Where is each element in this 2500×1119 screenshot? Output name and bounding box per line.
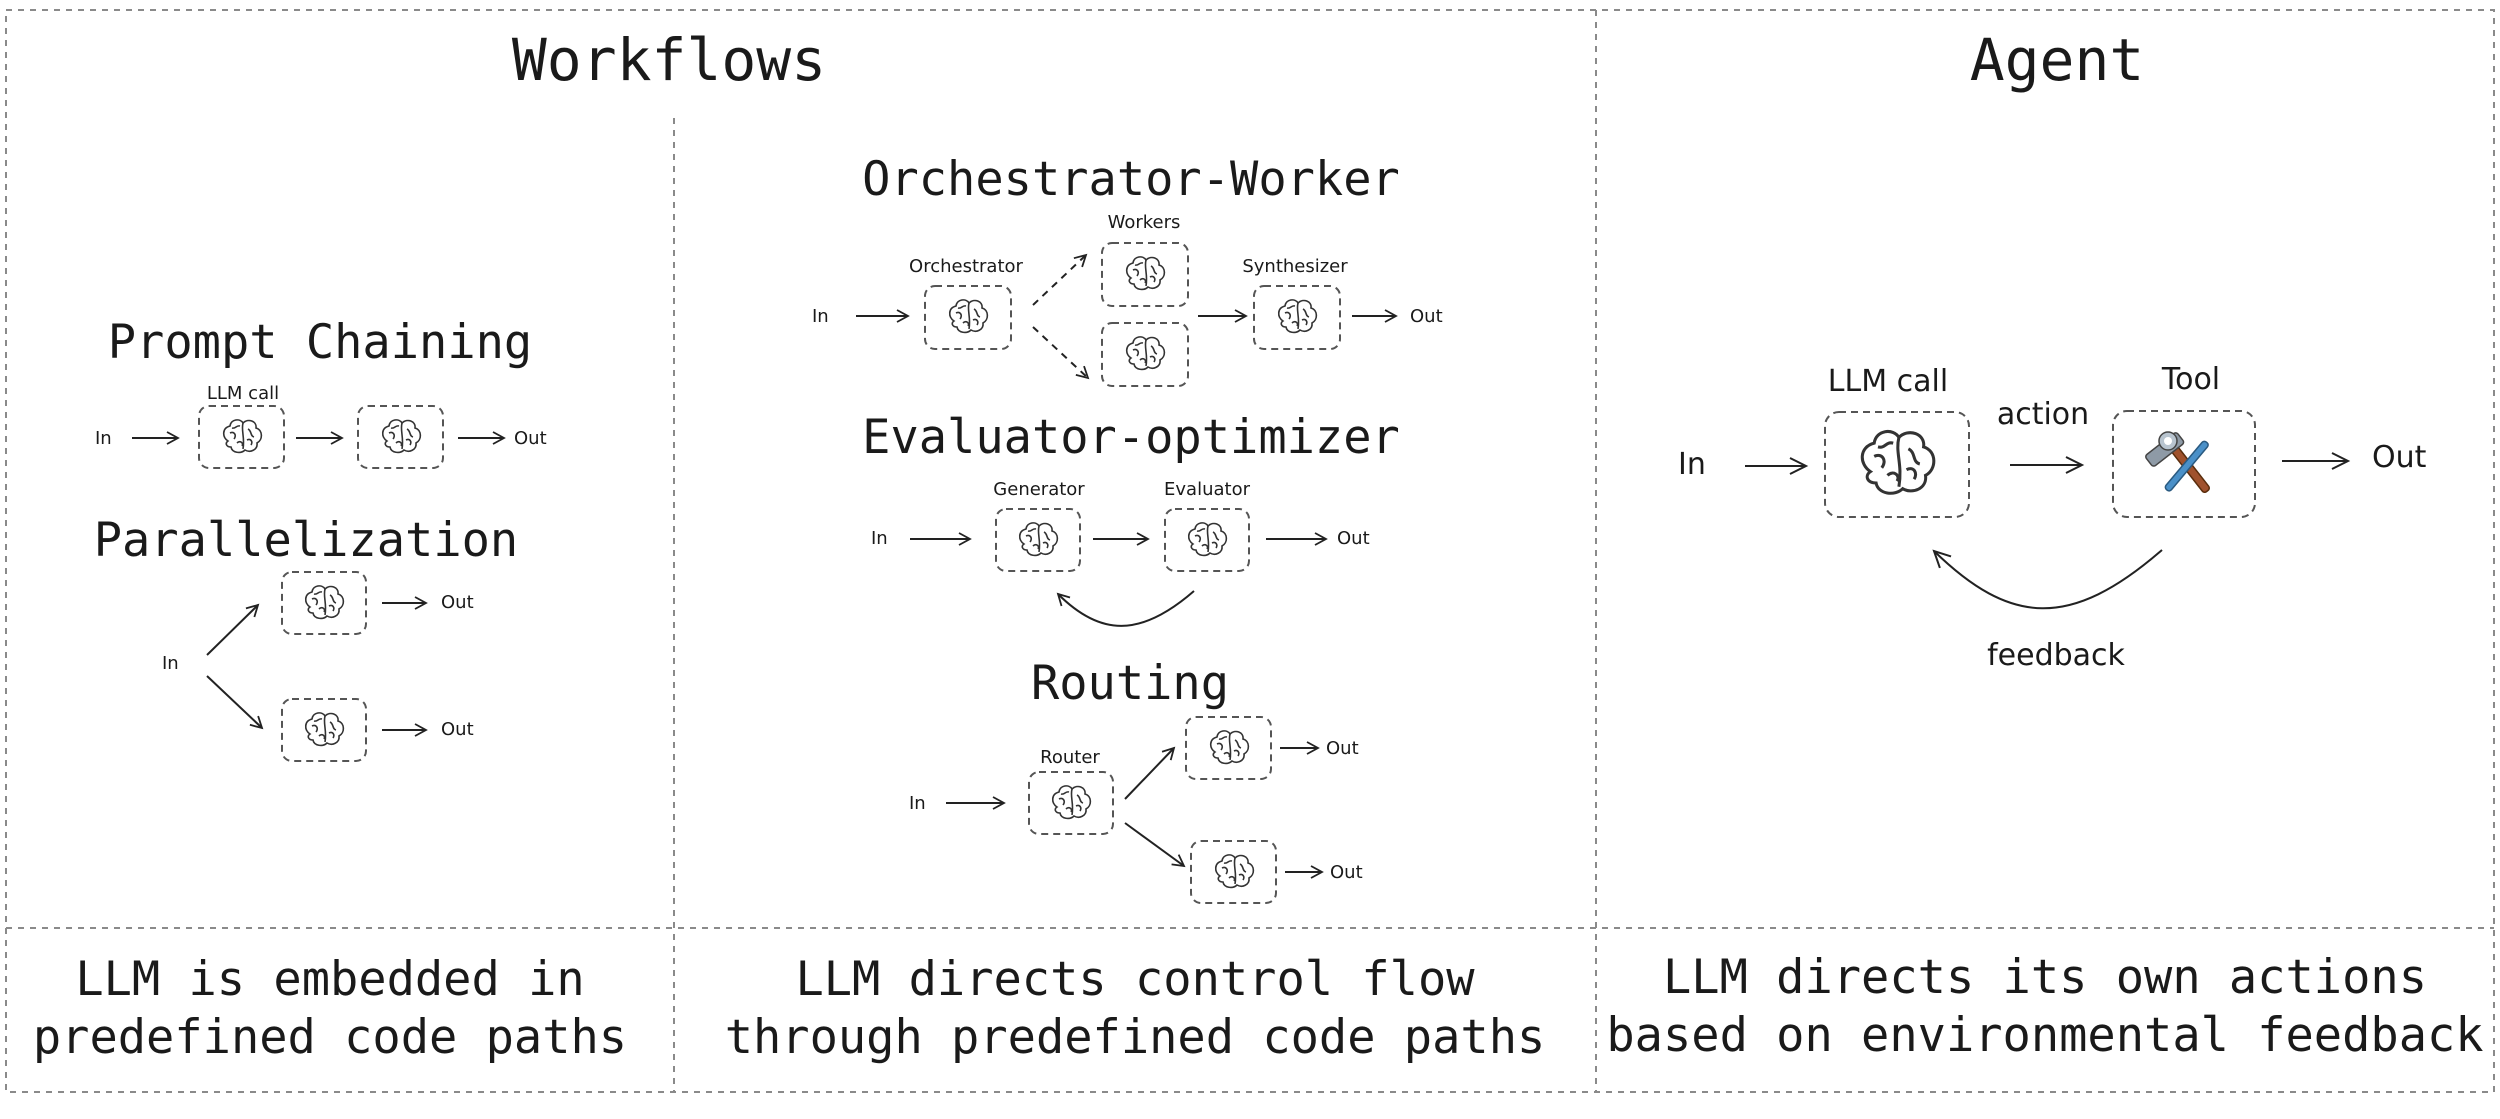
parallelization-title: Parallelization [94,513,518,568]
route-box-1 [1185,716,1272,780]
agent-llm-call-label: LLM call [1828,364,1948,399]
parallelization-diagram: Parallelization In Out Out [94,513,518,762]
captions: LLM is embedded in predefined code paths… [33,950,2484,1065]
route-box-2 [1190,840,1277,904]
routing-title: Routing [1031,656,1229,711]
caption-col2-line1: LLM directs control flow [795,952,1475,1007]
orchestrator-label: Orchestrator [909,256,1023,277]
evaluator-box [1164,508,1250,572]
worker-box-1 [1101,242,1189,307]
caption-col2-line2: through predefined code paths [725,1010,1546,1065]
parallelization-out-label-2: Out [441,719,474,740]
orchestrator-worker-out-label: Out [1410,306,1443,327]
agent-in-label: In [1678,447,1706,482]
evaluator-optimizer-diagram: Evaluator-optimizer In Generator Evaluat… [862,410,1400,627]
orchestrator-box [924,285,1012,350]
evaluator-optimizer-in-label: In [871,528,888,549]
generator-label: Generator [993,479,1085,500]
routing-diagram: Routing In Router Out Out [909,656,1363,904]
agent-title: Agent [1970,26,2145,94]
tool-label: Tool [2161,362,2220,397]
routing-out-label-1: Out [1326,738,1359,759]
caption-col3-line2: based on environmental feedback [1606,1008,2483,1063]
workflows-title: Workflows [512,26,826,94]
agent-out-label: Out [2372,440,2427,475]
llm-call-label: LLM call [207,383,279,404]
prompt-chaining-title: Prompt Chaining [108,315,532,370]
prompt-chaining-out-label: Out [514,428,547,449]
synthesizer-label: Synthesizer [1242,256,1348,277]
workers-label: Workers [1108,212,1181,233]
routing-in-label: In [909,793,926,814]
caption-col3-line1: LLM directs its own actions [1663,950,2427,1005]
routing-out-label-2: Out [1330,862,1363,883]
evaluator-optimizer-title: Evaluator-optimizer [862,410,1400,465]
orchestrator-worker-title: Orchestrator-Worker [862,152,1400,207]
synthesizer-box [1253,285,1341,350]
parallel-llm-box-2 [281,698,367,762]
llm-call-box-2 [357,405,444,469]
caption-col1-line1: LLM is embedded in [75,952,584,1007]
agent-llm-call-box [1824,411,1970,518]
prompt-chaining-diagram: Prompt Chaining In LLM call Out [95,315,547,469]
frame [5,9,2495,1093]
hammer-and-wrench-icon [2145,431,2211,494]
parallelization-out-label-1: Out [441,592,474,613]
router-box [1028,771,1114,835]
worker-box-2 [1101,322,1189,387]
evaluator-label: Evaluator [1164,479,1251,500]
generator-box [995,508,1081,572]
feedback-label: feedback [1987,638,2125,673]
parallel-llm-box-1 [281,571,367,635]
caption-col1-line2: predefined code paths [33,1010,627,1065]
orchestrator-worker-in-label: In [812,306,829,327]
evaluator-optimizer-out-label: Out [1337,528,1370,549]
action-label: action [1997,397,2089,432]
router-label: Router [1040,747,1100,768]
llm-call-box-1 [198,405,285,469]
parallelization-in-label: In [162,653,179,674]
agent-diagram: In LLM call action Tool Out feedback [1678,362,2427,673]
prompt-chaining-in-label: In [95,428,112,449]
orchestrator-worker-diagram: Orchestrator-Worker In Orchestrator Work… [812,152,1443,387]
